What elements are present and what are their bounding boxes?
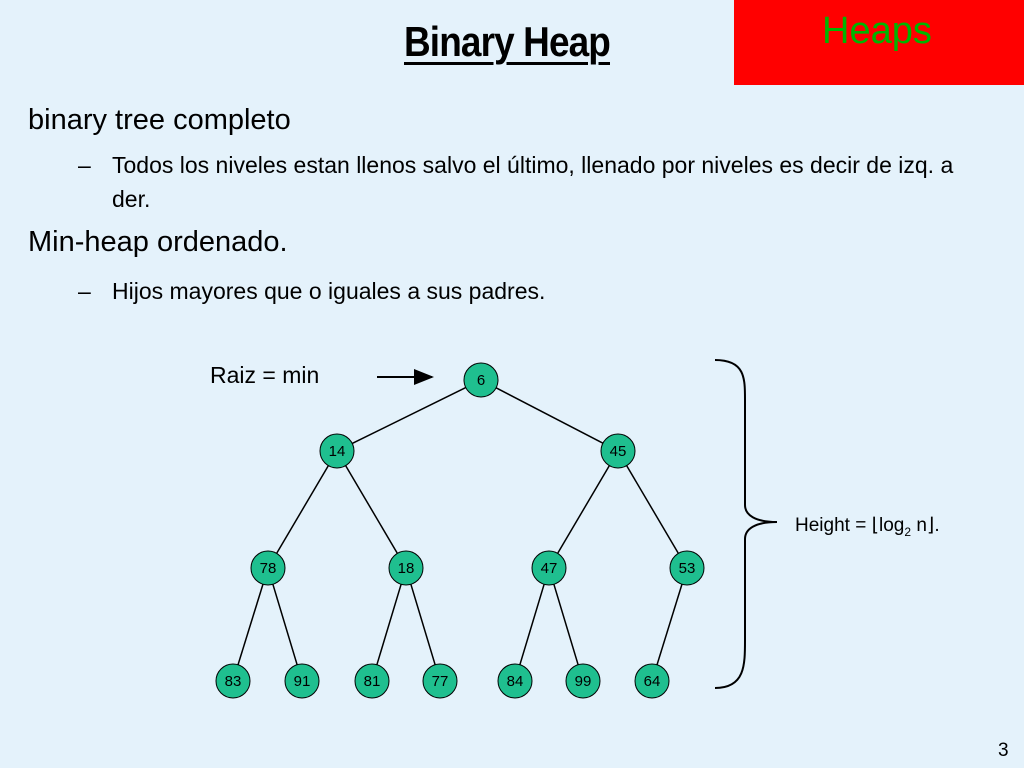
tree-nodes: 6 14 45 78 18 47 53 83 91 81 77 84 99 64 (215, 362, 705, 699)
heap-node: 99 (565, 663, 601, 699)
heap-node: 83 (215, 663, 251, 699)
tree-edge (410, 584, 436, 665)
heap-node: 14 (319, 433, 355, 469)
heap-node: 6 (463, 362, 499, 398)
heap-node: 81 (354, 663, 390, 699)
heap-node-value: 45 (610, 443, 627, 460)
heap-node-value: 6 (477, 372, 485, 389)
heap-node-circle (250, 550, 286, 586)
slide-title: Binary Heap (404, 18, 611, 65)
tree-edges (237, 386, 683, 665)
heap-node-value: 14 (329, 443, 346, 460)
tree-edge (556, 465, 611, 554)
tree-edge (376, 584, 402, 665)
bullet-min-heap: Min-heap ordenado. (28, 226, 288, 258)
heap-node: 53 (669, 550, 705, 586)
page-number: 3 (998, 740, 1009, 761)
section-label: Heaps (822, 10, 932, 52)
heap-node-value: 53 (679, 560, 696, 577)
heap-node-value: 18 (398, 560, 415, 577)
heap-node-value: 84 (507, 673, 524, 690)
sub-bullet-text: Todos los niveles estan llenos salvo el … (112, 152, 954, 212)
sub-bullet-text: Hijos mayores que o iguales a sus padres… (112, 278, 546, 304)
heap-node: 78 (250, 550, 286, 586)
heap-node-value: 99 (575, 673, 592, 690)
tree-edge (272, 584, 298, 665)
heap-node: 47 (531, 550, 567, 586)
heap-node-circle (463, 362, 499, 398)
heap-node-value: 78 (260, 560, 277, 577)
heap-node: 64 (634, 663, 670, 699)
log-base: 2 (904, 524, 912, 539)
heap-node-circle (531, 550, 567, 586)
tree-edge (625, 465, 680, 554)
heap-node-value: 77 (432, 673, 449, 690)
heap-node-circle (422, 663, 458, 699)
heap-node-value: 64 (644, 673, 661, 690)
heaps-corner-box (734, 0, 1024, 85)
floor-right: ⌋ (926, 515, 935, 536)
heap-node-circle (497, 663, 533, 699)
heap-node-circle (600, 433, 636, 469)
heap-node-value: 47 (541, 560, 558, 577)
tree-edge (656, 584, 683, 665)
heap-node-circle (284, 663, 320, 699)
heap-node: 91 (284, 663, 320, 699)
dash-marker: – (78, 152, 91, 178)
n-text: n (911, 515, 927, 536)
heap-node-value: 91 (294, 673, 311, 690)
heap-node-circle (319, 433, 355, 469)
heap-node-value: 83 (225, 673, 242, 690)
floor-left: ⌊ (871, 515, 879, 536)
heap-node-circle (634, 663, 670, 699)
heap-node: 45 (600, 433, 636, 469)
height-formula: Height = ⌊log2 n⌋. (795, 514, 940, 539)
heap-node: 18 (388, 550, 424, 586)
heap-node: 77 (422, 663, 458, 699)
heap-node-circle (388, 550, 424, 586)
tree-edge (553, 584, 579, 665)
heap-node: 84 (497, 663, 533, 699)
heap-node-value: 81 (364, 673, 381, 690)
tree-edge (519, 584, 545, 665)
heap-node-circle (565, 663, 601, 699)
bullet-complete-tree: binary tree completo (28, 104, 291, 136)
heap-node-circle (215, 663, 251, 699)
dash-marker: – (78, 278, 91, 304)
tree-edge (237, 584, 264, 665)
root-label: Raiz = min (210, 362, 320, 388)
tree-edge (344, 465, 399, 554)
log-text: log (879, 515, 905, 536)
height-suffix: . (934, 515, 940, 536)
height-prefix: Height = (795, 515, 872, 536)
tree-edge (275, 465, 330, 554)
heap-node-circle (669, 550, 705, 586)
heap-node-circle (354, 663, 390, 699)
tree-edge (495, 387, 604, 444)
tree-edge (351, 386, 467, 445)
height-brace (714, 359, 778, 689)
